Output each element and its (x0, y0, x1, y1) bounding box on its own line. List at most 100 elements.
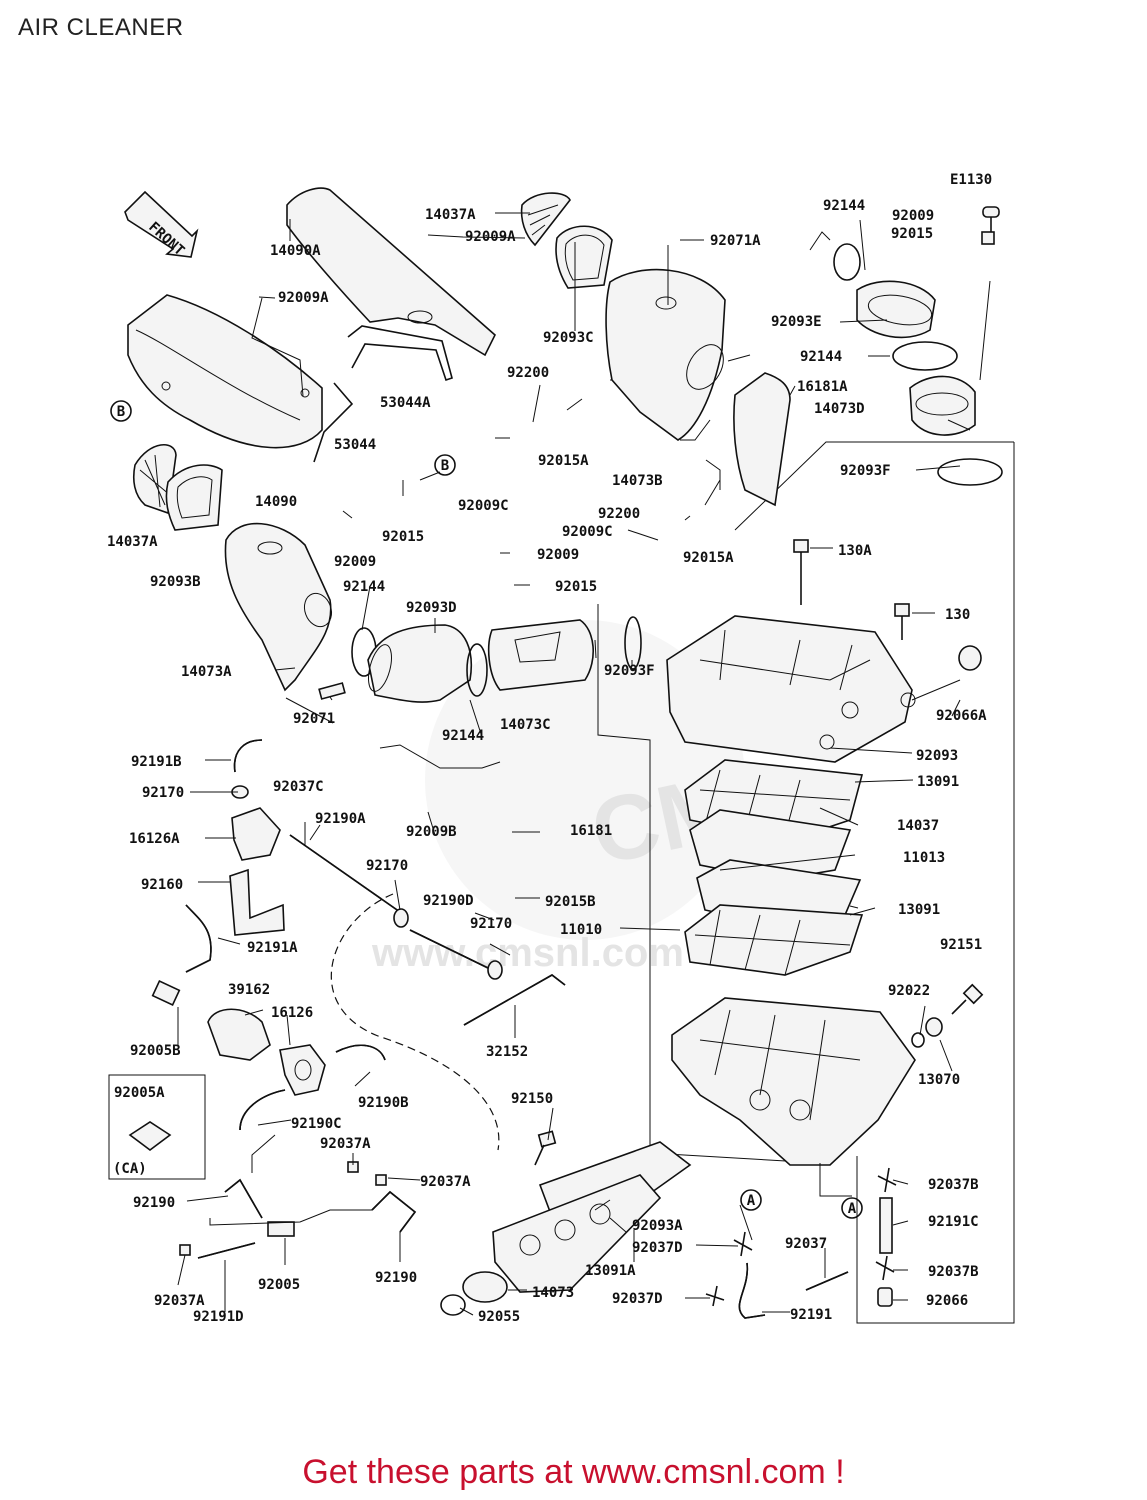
part-label: 92015A (683, 550, 734, 566)
part-labels: 14037A92071A921449200992009A14090A920159… (107, 198, 987, 1325)
gasket-92144-top (833, 243, 861, 281)
part-label: 92160 (141, 877, 183, 893)
part-label: 16126 (271, 1005, 313, 1021)
part-label: 92093B (150, 574, 201, 590)
part-label: 92071A (710, 233, 761, 249)
callout-letter: A (747, 1193, 756, 1209)
part-label: 92190C (291, 1116, 342, 1132)
callout-letter: A (848, 1201, 857, 1217)
page-title: AIR CLEANER (18, 14, 184, 41)
part-label: 92015 (891, 226, 933, 242)
bracket-53044a (347, 325, 453, 382)
part-label: 32152 (486, 1044, 528, 1060)
part-label: 39162 (228, 982, 270, 998)
leader-lines (177, 212, 991, 1316)
part-label: 92009 (334, 554, 376, 570)
part-label: 16126A (129, 831, 180, 847)
part-label: 92144 (800, 349, 842, 365)
part-label: 14037A (425, 207, 476, 223)
clip-92037d (705, 1231, 753, 1307)
part-label: 92071 (293, 711, 335, 727)
part-label: 92093 (916, 748, 958, 764)
duct-14073b (605, 268, 726, 441)
part-label: 92037A (420, 1174, 471, 1190)
part-label: 92093C (543, 330, 594, 346)
filter-39162 (207, 1008, 271, 1061)
part-label: 92015 (382, 529, 424, 545)
part-label: 92200 (507, 365, 549, 381)
joint-92005 (267, 1221, 295, 1237)
intake-duct-14090a (286, 187, 496, 357)
joint-92005a (128, 1121, 172, 1151)
valve-16126a (231, 807, 281, 861)
gasket-92144-right (892, 341, 958, 371)
hose-92190-right (371, 1190, 417, 1233)
part-label: 92022 (888, 983, 930, 999)
part-label: 14073A (181, 664, 232, 680)
part-label: 92191B (131, 754, 182, 770)
callout-letter: B (441, 458, 449, 474)
part-label: 14073B (612, 473, 663, 489)
valve-16126 (279, 1044, 326, 1096)
part-label: 92009B (406, 824, 457, 840)
ring-92055 (440, 1294, 466, 1316)
part-label: 92191C (928, 1214, 979, 1230)
intake-duct-14090 (127, 294, 323, 449)
part-label: 92037D (612, 1291, 663, 1307)
screen-13091-bottom (684, 904, 864, 976)
bolt-130a (793, 539, 809, 605)
part-label: 16181A (797, 379, 848, 395)
hose-92191d (197, 1242, 256, 1259)
part-label: 11010 (560, 922, 602, 938)
part-label: 92190B (358, 1095, 409, 1111)
tube-14073c (487, 619, 595, 691)
part-label: 13091 (917, 774, 959, 790)
diagram-code: E1130 (950, 172, 992, 188)
part-label: 92009C (562, 524, 613, 540)
part-label: 14073D (814, 401, 865, 417)
plug-92066 (877, 1287, 893, 1307)
hose-92191c (879, 1197, 893, 1254)
part-label: 92191A (247, 940, 298, 956)
part-label: 92009 (892, 208, 934, 224)
bolt-130 (894, 603, 910, 640)
gasket-92093f-right (937, 458, 1003, 486)
hose-92190b (335, 1044, 386, 1061)
part-label: 92037A (320, 1136, 371, 1152)
part-label: 92144 (823, 198, 865, 214)
part-label: 92190 (133, 1195, 175, 1211)
part-label: 92190 (375, 1270, 417, 1286)
part-label: 130A (838, 543, 872, 559)
holder-13091a (492, 1174, 662, 1293)
part-label: 92009 (537, 547, 579, 563)
duct-14073a (224, 522, 333, 692)
pipe-32152 (463, 974, 566, 1026)
part-label: (CA) (113, 1161, 147, 1177)
part-label: 92151 (940, 937, 982, 953)
part-label: 92190A (315, 811, 366, 827)
tube-92190d (409, 929, 489, 969)
part-label: 92005A (114, 1085, 165, 1101)
part-label: 92037A (154, 1293, 205, 1309)
cap-14073 (462, 1271, 508, 1303)
part-label: 92093D (406, 600, 457, 616)
part-label: 92009A (278, 290, 329, 306)
part-label: 14073C (500, 717, 551, 733)
part-label: 92037C (273, 779, 324, 795)
part-label: 92093A (632, 1218, 683, 1234)
part-label: 92066 (926, 1293, 968, 1309)
part-label: 92191D (193, 1309, 244, 1325)
footer-ad[interactable]: Get these parts at www.cmsnl.com ! (302, 1453, 845, 1491)
gasket-92093c (555, 225, 613, 289)
part-label: 53044A (380, 395, 431, 411)
part-label: 16181 (570, 823, 612, 839)
filter-14037a-top (520, 192, 571, 247)
hose-92190-left (224, 1178, 263, 1219)
part-label: 13091 (898, 902, 940, 918)
part-label: 14073 (532, 1285, 574, 1301)
bolt-92150 (534, 1130, 557, 1166)
washer-92022 (911, 1032, 925, 1048)
part-label: 92037B (928, 1177, 979, 1193)
part-label: 92093F (840, 463, 891, 479)
part-label: 92191 (790, 1307, 832, 1323)
